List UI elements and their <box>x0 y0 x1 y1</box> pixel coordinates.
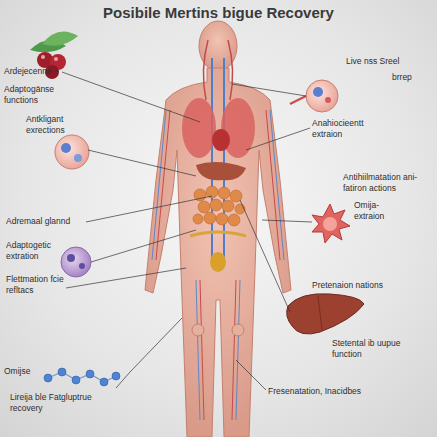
molecule-icon <box>44 368 120 386</box>
callout-label: Adaptogänse functions <box>4 84 58 105</box>
callout-label: Anahiocieentt extraion <box>312 118 378 139</box>
callout-label: Omijse <box>4 366 44 377</box>
diagram-title: Posibile Mertins bigue Recovery <box>0 4 437 21</box>
callout-label: Flettmation fcie refltacs <box>6 274 66 295</box>
cell-icon <box>55 135 89 169</box>
callout-label: Ardejecenne ~ <box>4 66 66 77</box>
leader-lines <box>62 72 312 390</box>
callout-label: Stetental ib uupue function <box>332 338 420 359</box>
callout-label: Fresenatation, Inacidbes <box>268 386 418 397</box>
callout-label: Antihiilmatation ani- fatiron actions <box>343 172 433 193</box>
callout-label: Antkligant exrections <box>26 114 86 135</box>
callout-label: Live nss Sreel <box>346 56 426 67</box>
cell-icon <box>290 80 338 112</box>
callout-label: Omija- extraion <box>354 200 404 221</box>
liver-icon <box>287 294 364 334</box>
virus-icon <box>312 204 350 243</box>
human-body <box>145 21 291 437</box>
callout-label: Adremaal glannd <box>6 216 90 227</box>
callout-label: Lireija ble Fatgluptrue recovery <box>10 392 114 413</box>
organs <box>152 40 284 420</box>
cell-icon <box>61 247 91 277</box>
callout-label: brrep <box>392 72 432 83</box>
callout-label: Pretenaion nations <box>312 280 422 291</box>
callout-label: Adaptogetic extration <box>6 240 64 261</box>
